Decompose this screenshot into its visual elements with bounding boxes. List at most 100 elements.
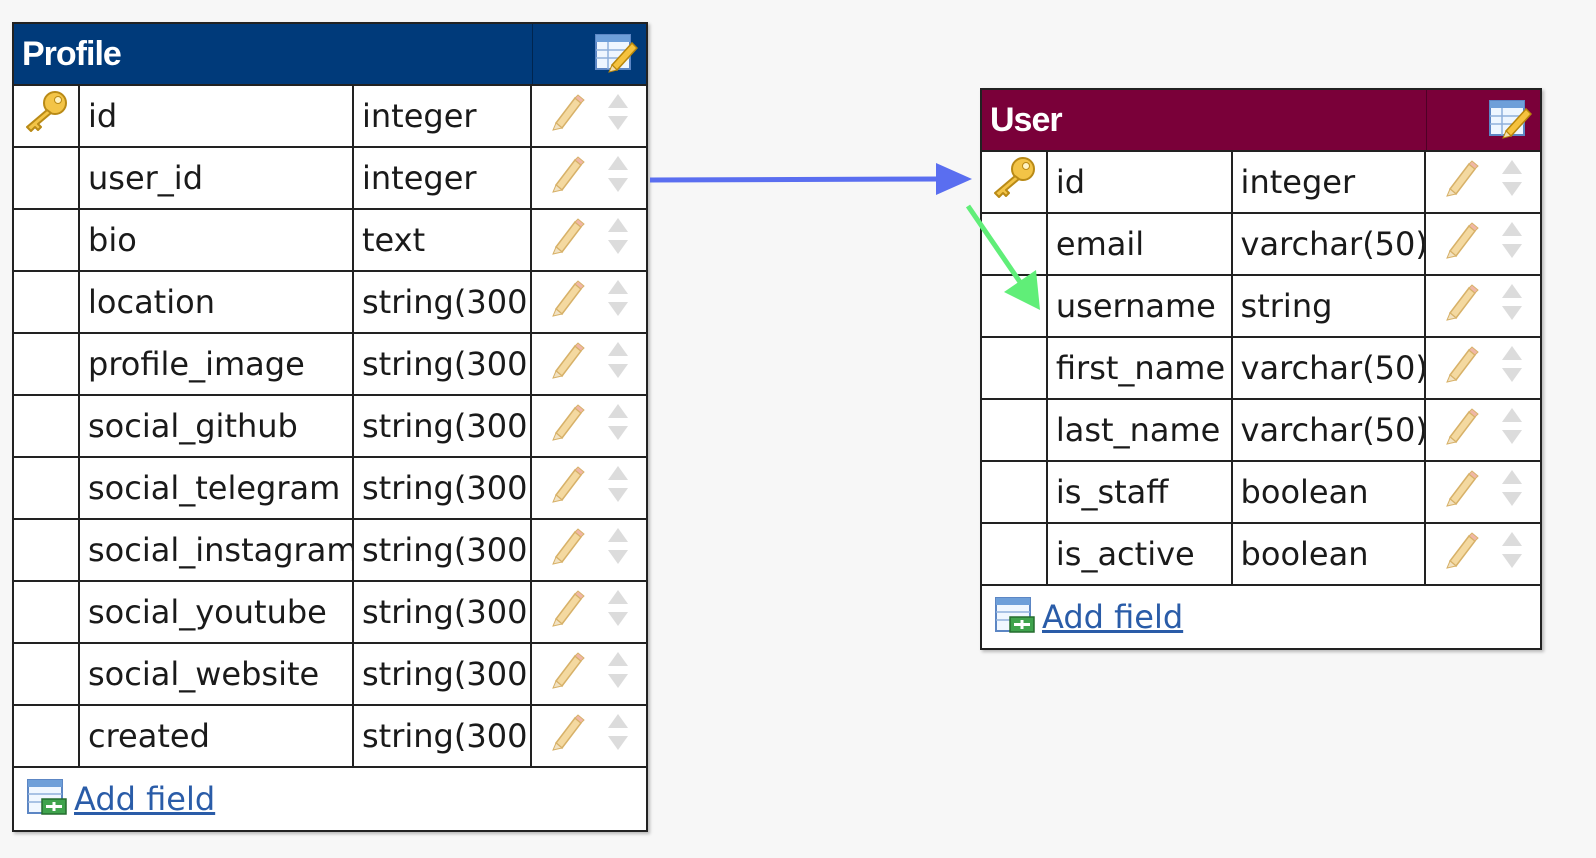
pencil-icon[interactable] <box>548 527 586 573</box>
field-name: social_youtube <box>80 582 354 642</box>
key-cell <box>14 582 80 642</box>
key-cell <box>14 148 80 208</box>
key-cell <box>14 396 80 456</box>
field-actions <box>1426 276 1540 336</box>
up-down-arrows-icon[interactable] <box>1500 468 1524 516</box>
field-name: social_telegram <box>80 458 354 518</box>
field-name: last_name <box>1048 400 1233 460</box>
up-down-arrows-icon[interactable] <box>1500 282 1524 330</box>
pencil-icon[interactable] <box>548 651 586 697</box>
pencil-icon[interactable] <box>548 465 586 511</box>
field-actions <box>1426 214 1540 274</box>
field-type: varchar(50) <box>1233 338 1427 398</box>
pencil-icon[interactable] <box>548 713 586 759</box>
field-name: is_active <box>1048 524 1233 584</box>
field-name: id <box>80 86 354 146</box>
up-down-arrows-icon[interactable] <box>606 340 630 388</box>
relation-line-user-id <box>649 176 941 183</box>
add-field-row: Add field <box>982 586 1540 648</box>
add-field-icon[interactable] <box>994 595 1036 639</box>
up-down-arrows-icon[interactable] <box>1500 158 1524 206</box>
field-type: string(300) <box>354 334 532 394</box>
pencil-icon[interactable] <box>548 589 586 635</box>
key-cell <box>14 334 80 394</box>
field-actions <box>532 334 646 394</box>
field-actions <box>532 706 646 766</box>
edit-table-icon[interactable] <box>594 31 639 77</box>
edit-table-button[interactable] <box>1426 90 1540 150</box>
add-field-link[interactable]: Add field <box>74 780 216 818</box>
field-type: text <box>354 210 532 270</box>
add-field-link[interactable]: Add field <box>1042 598 1184 636</box>
up-down-arrows-icon[interactable] <box>606 92 630 140</box>
up-down-arrows-icon[interactable] <box>1500 344 1524 392</box>
edit-table-button[interactable] <box>532 24 646 84</box>
up-down-arrows-icon[interactable] <box>606 216 630 264</box>
field-type: string(300) <box>354 520 532 580</box>
field-type: string(300) <box>354 272 532 332</box>
pencil-icon[interactable] <box>548 217 586 263</box>
pencil-icon[interactable] <box>548 341 586 387</box>
relation-arrowhead-user-id <box>936 163 972 195</box>
add-field-icon[interactable] <box>26 777 68 821</box>
up-down-arrows-icon[interactable] <box>1500 220 1524 268</box>
field-name: profile_image <box>80 334 354 394</box>
field-actions <box>1426 152 1540 212</box>
field-actions <box>532 582 646 642</box>
up-down-arrows-icon[interactable] <box>1500 406 1524 454</box>
key-cell <box>982 524 1048 584</box>
pencil-icon[interactable] <box>1442 469 1480 515</box>
key-cell <box>982 152 1048 212</box>
field-type: integer <box>354 148 532 208</box>
field-type: varchar(50) <box>1233 214 1427 274</box>
field-name: is_staff <box>1048 462 1233 522</box>
field-actions <box>1426 400 1540 460</box>
pencil-icon[interactable] <box>1442 159 1480 205</box>
up-down-arrows-icon[interactable] <box>606 588 630 636</box>
up-down-arrows-icon[interactable] <box>606 712 630 760</box>
field-name: username <box>1048 276 1233 336</box>
field-type: varchar(50) <box>1233 400 1427 460</box>
field-name: user_id <box>80 148 354 208</box>
key-cell <box>14 520 80 580</box>
field-type: string(300) <box>354 706 532 766</box>
up-down-arrows-icon[interactable] <box>1500 530 1524 578</box>
up-down-arrows-icon[interactable] <box>606 154 630 202</box>
profile-table-header: Profile <box>14 24 646 86</box>
edit-table-icon[interactable] <box>1488 97 1533 143</box>
up-down-arrows-icon[interactable] <box>606 402 630 450</box>
up-down-arrows-icon[interactable] <box>606 650 630 698</box>
up-down-arrows-icon[interactable] <box>606 526 630 574</box>
pencil-icon[interactable] <box>548 279 586 325</box>
field-name: bio <box>80 210 354 270</box>
field-type: integer <box>1233 152 1427 212</box>
key-cell <box>14 210 80 270</box>
pencil-icon[interactable] <box>548 155 586 201</box>
up-down-arrows-icon[interactable] <box>606 464 630 512</box>
pencil-icon[interactable] <box>1442 345 1480 391</box>
table-title: Profile <box>22 34 122 73</box>
field-type: boolean <box>1233 462 1427 522</box>
pencil-icon[interactable] <box>1442 221 1480 267</box>
pencil-icon[interactable] <box>1442 531 1480 577</box>
field-type: string(300) <box>354 644 532 704</box>
pencil-icon[interactable] <box>1442 283 1480 329</box>
up-down-arrows-icon[interactable] <box>606 278 630 326</box>
field-name: created <box>80 706 354 766</box>
pencil-icon[interactable] <box>1442 407 1480 453</box>
field-name: first_name <box>1048 338 1233 398</box>
field-type: string(300) <box>354 458 532 518</box>
field-name: id <box>1048 152 1233 212</box>
field-actions <box>532 210 646 270</box>
pencil-icon[interactable] <box>548 403 586 449</box>
pencil-icon[interactable] <box>548 93 586 139</box>
key-cell <box>982 400 1048 460</box>
field-type: string(300) <box>354 582 532 642</box>
